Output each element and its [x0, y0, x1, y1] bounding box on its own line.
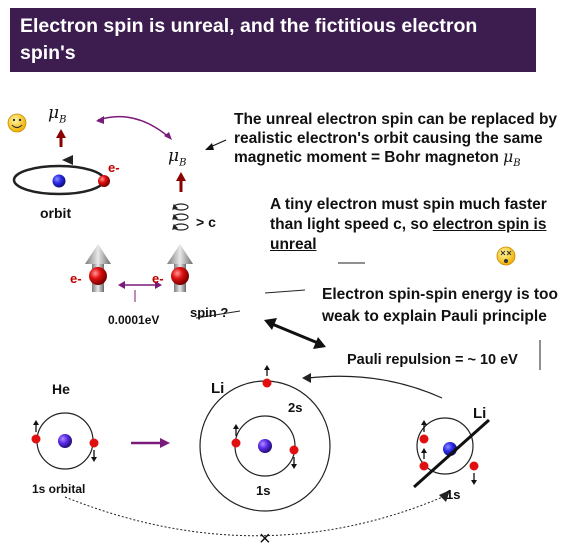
- unreal-spin-note: The unreal electron spin can be replaced…: [234, 111, 558, 170]
- spin-electron-left: [85, 244, 111, 292]
- orbiting-electron: [98, 175, 110, 187]
- orbital-1s-label-he: 1s orbital: [32, 482, 86, 496]
- li-label-right: Li: [473, 405, 487, 422]
- banner-line-2: magnetic energy is too weak to explain P…: [20, 69, 434, 118]
- spin-interaction-arrow: [118, 281, 162, 302]
- electron-label-orbit: e-: [108, 160, 120, 175]
- dizzy-face-icon: [496, 246, 516, 266]
- spin-swirl-icon: [172, 203, 189, 231]
- pauli-pointer-arrow: [302, 373, 443, 399]
- nucleus: [52, 174, 66, 188]
- orbital-2s-label: 2s: [288, 400, 303, 415]
- pauli-repulsion-label: Pauli repulsion = ~ 10 eV: [347, 352, 518, 368]
- title-banner: Electron spin is unreal, and the fictiti…: [10, 8, 536, 118]
- spin-speed-note: A tiny electron must spin much faster th…: [270, 196, 547, 253]
- spin-electron-right: [167, 244, 193, 292]
- spin-energy-note: Electron spin-spin energy is too weak to…: [322, 286, 558, 325]
- he-to-li-arrow: [131, 438, 170, 448]
- equivalence-arrow: [96, 115, 172, 140]
- forbidden-cross-icon: ×: [259, 528, 271, 550]
- forbidden-transition-arrow: [64, 490, 450, 537]
- spin-moment-arrow: [176, 172, 186, 192]
- he-label: He: [52, 381, 70, 397]
- banner-line-1: Electron spin is unreal, and the fictiti…: [20, 15, 478, 64]
- faster-than-light-label: > c: [196, 214, 216, 230]
- orbit-model: [12, 129, 110, 196]
- li-label: Li: [211, 380, 225, 397]
- spin-energy-arrow: [264, 318, 326, 349]
- spin-energy-value: 0.0001eV: [108, 313, 160, 327]
- electron-label-spin-right: e-: [152, 271, 164, 286]
- forbidden-slash: [413, 418, 490, 489]
- spin-question-label: spin ?: [190, 305, 229, 320]
- mu-b-label-right: μB: [168, 146, 187, 169]
- orbit-label: orbit: [40, 205, 72, 221]
- mu-b-label-left: μB: [48, 103, 67, 126]
- helium-atom: [31, 412, 99, 470]
- orbital-1s-label-middle: 1s: [256, 483, 271, 498]
- electron-label-spin-left: e-: [70, 271, 82, 286]
- lithium-forbidden-atom: [413, 417, 490, 489]
- orbital-1s-label-right: 1s: [446, 487, 461, 502]
- smiley-icon: [7, 113, 27, 133]
- lithium-atom: [199, 365, 331, 512]
